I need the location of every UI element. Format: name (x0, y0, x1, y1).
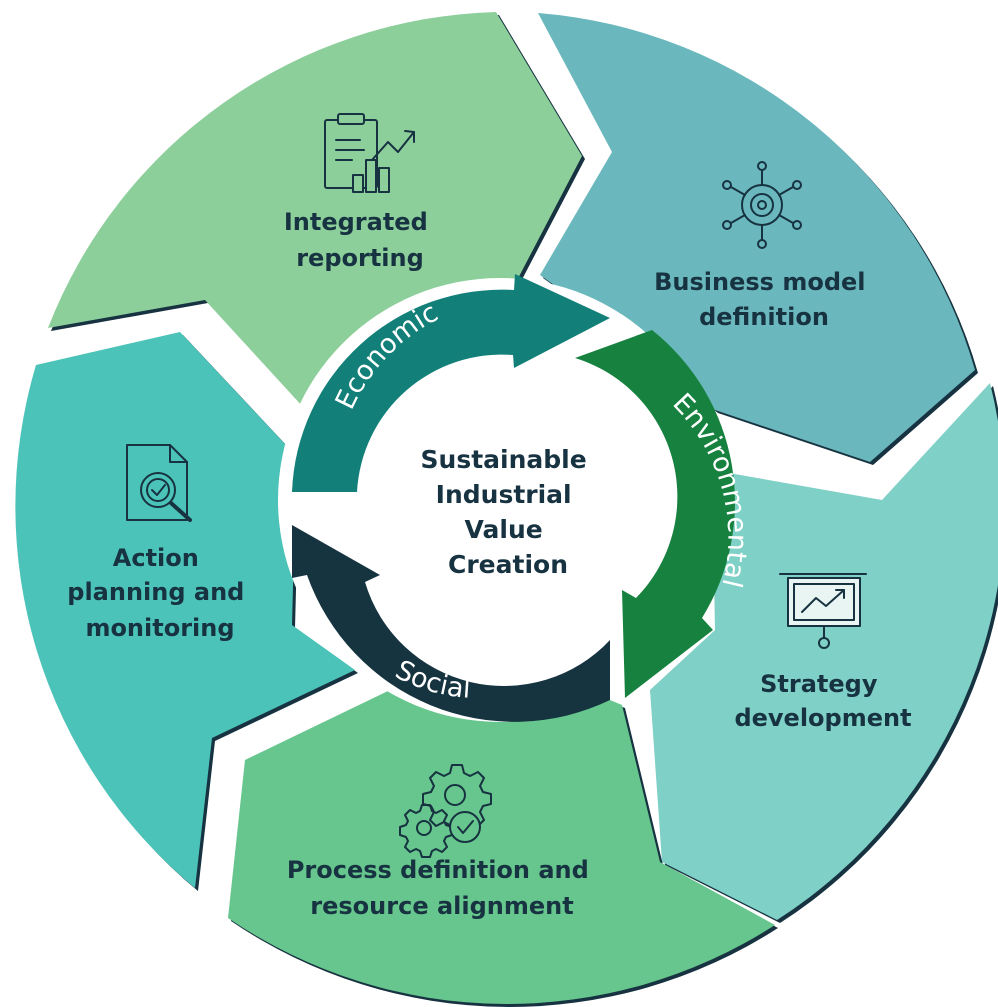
ring-arrow-social (292, 525, 610, 722)
segment-process-shape (228, 690, 775, 1004)
report-chart-icon (324, 113, 415, 193)
gears-check-icon (399, 764, 492, 858)
label-process: Process definition and resource alignmen… (287, 856, 597, 920)
segment-strategy-shape (650, 383, 998, 920)
ring-arrow-economic (292, 274, 610, 492)
network-hub-icon (722, 161, 802, 249)
label-strategy: Strategy development (734, 670, 911, 732)
center-title: Sustainable Industrial Value Creation (421, 445, 596, 579)
segment-strategy (650, 383, 998, 923)
segment-action-shape (15, 332, 355, 888)
label-business-model: Business model definition (654, 268, 874, 331)
label-action: Action planning and monitoring (67, 544, 252, 642)
presentation-chart-icon (779, 573, 867, 649)
ring-arrow-environmental (575, 330, 735, 698)
document-search-icon (126, 444, 192, 522)
label-integrated-reporting: Integrated reporting (284, 208, 436, 272)
segment-action (15, 332, 358, 891)
segment-process (228, 690, 778, 1007)
